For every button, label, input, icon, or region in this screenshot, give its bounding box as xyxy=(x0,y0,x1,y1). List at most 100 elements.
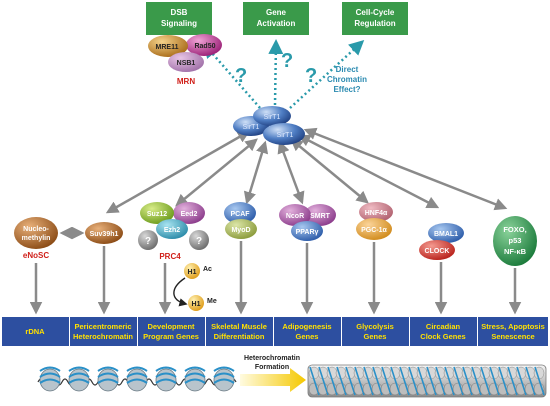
ezh2-label: Ezh2 xyxy=(164,227,180,234)
prc4-complex: Suz12 Eed2 Ezh2 ? ? PRC4 xyxy=(138,202,209,261)
fiber-segment xyxy=(335,366,347,396)
fiber-segment xyxy=(371,366,383,396)
category-label: Skeletal Muscle xyxy=(211,322,267,331)
ncor-smrt-ppar-complex: NcoR SMRT PPARγ xyxy=(279,204,336,241)
category-label: Development xyxy=(147,322,195,331)
bmal1-clock-complex: BMAL1 CLOCK xyxy=(419,223,464,260)
category-label: Genes xyxy=(296,332,319,341)
category-box-circadian xyxy=(410,317,477,346)
category-label: Clock Genes xyxy=(420,332,465,341)
nucleosome xyxy=(213,366,235,392)
prc4-label: PRC4 xyxy=(159,252,181,261)
category-box-pericentromeric xyxy=(70,317,137,346)
fiber-segment xyxy=(497,366,509,396)
rad50-protein xyxy=(186,34,222,56)
category-label: Adipogenesis xyxy=(282,322,331,331)
heterochromatin-label: Heterochromatin xyxy=(244,355,300,362)
clock-label: CLOCK xyxy=(425,248,450,255)
fiber-segment xyxy=(452,366,464,396)
smrt-label: SMRT xyxy=(310,213,331,220)
fiber-segment xyxy=(461,366,473,396)
category-label: Heterochromatin xyxy=(73,332,133,341)
fiber-segment xyxy=(515,366,527,396)
fiber-segment xyxy=(398,366,410,396)
arrow-to-dsb xyxy=(203,42,261,109)
suv39h1-complex: Suv39h1 xyxy=(85,222,123,244)
arrow-sirt1-bmal1 xyxy=(297,134,440,209)
me-label: Me xyxy=(207,298,217,305)
nfkb-label: NF-κB xyxy=(504,247,527,256)
category-label: Glycolysis xyxy=(356,322,394,331)
fiber-segment xyxy=(326,366,338,396)
direct-effect-line: Direct xyxy=(336,65,359,74)
pcaf-myod-complex: PCAF MyoD xyxy=(224,202,257,239)
outcome-box-dsb-signaling: DSB Signaling xyxy=(146,2,212,35)
sirt1-label: SirT1 xyxy=(243,124,260,131)
arrow-sirt1-suv39h1 xyxy=(105,130,251,214)
conversion-arrow xyxy=(173,277,188,307)
unknown-protein-label: ? xyxy=(196,236,202,247)
fiber-segment xyxy=(389,366,401,396)
direct-chromatin-effect-label: Direct Chromatin Effect? xyxy=(327,65,367,94)
nucleomethylin-protein xyxy=(14,217,58,249)
category-label: Stress, Apoptosis xyxy=(481,322,545,331)
ncor-label: NcoR xyxy=(286,213,304,220)
mrn-label: MRN xyxy=(177,77,195,86)
outcome-box-cell-cycle-regulation: Cell-Cycle Regulation xyxy=(342,2,408,35)
sirt1-complex: SirT1 SirT1 SirT1 xyxy=(233,106,305,145)
pgc-protein xyxy=(356,218,392,240)
heterochromatin-label: Formation xyxy=(255,364,289,371)
eed2-label: Eed2 xyxy=(181,211,198,218)
suz12-protein xyxy=(140,202,174,224)
arrow-sirt1-prc4 xyxy=(175,138,258,207)
category-box-rdna xyxy=(2,317,69,346)
outcome-label-line: Gene xyxy=(266,8,287,17)
fiber-segment xyxy=(488,366,500,396)
arrow-to-cell-cycle xyxy=(289,39,365,109)
unknown-protein xyxy=(189,230,209,250)
fiber-segment xyxy=(380,366,392,396)
enosc-label: eNoSC xyxy=(23,251,49,260)
fiber-segment xyxy=(434,366,446,396)
h1-acetylated xyxy=(184,263,200,279)
nucleomethylin-label: methylin xyxy=(22,235,51,242)
p53-label: p53 xyxy=(509,236,522,245)
h1-label: H1 xyxy=(192,301,201,308)
fiber-segment xyxy=(533,366,545,396)
ppar-label: PPARγ xyxy=(296,229,319,236)
nucleosome xyxy=(97,366,119,392)
rad50-label: Rad50 xyxy=(194,43,215,50)
bmal1-label: BMAL1 xyxy=(434,231,458,238)
arrow-to-gene-activation xyxy=(268,39,284,106)
question-mark: ? xyxy=(281,50,293,72)
bmal1-protein xyxy=(428,223,464,243)
sirt1-protein xyxy=(253,106,291,126)
pcaf-protein xyxy=(224,202,256,224)
outcome-label-line: Activation xyxy=(257,19,296,28)
outcome-label-line: Regulation xyxy=(354,19,395,28)
category-label: Program Genes xyxy=(143,332,199,341)
category-label: Circadian xyxy=(426,322,461,331)
category-row: rDNA Pericentromeric Heterochromatin Dev… xyxy=(2,317,548,346)
nucleosome xyxy=(68,366,90,392)
sirt1-label: SirT1 xyxy=(264,114,281,121)
nsb1-protein xyxy=(168,52,204,72)
suv39h1-protein xyxy=(85,222,123,244)
unknown-protein xyxy=(138,230,158,250)
hnf4-label: HNF4α xyxy=(365,210,388,217)
nsb1-label: NSB1 xyxy=(177,60,196,67)
arrow-sirt1-foxo xyxy=(303,127,508,211)
outcome-label-line: DSB xyxy=(171,8,188,17)
category-label: Differentiation xyxy=(214,332,265,341)
fiber-segment xyxy=(362,366,374,396)
h1-label: H1 xyxy=(188,269,197,276)
outcome-box-gene-activation: Gene Activation xyxy=(243,2,309,35)
question-mark: ? xyxy=(305,65,317,87)
outcome-label-line: Signaling xyxy=(161,19,197,28)
eed2-protein xyxy=(173,202,205,224)
sirt1-label: SirT1 xyxy=(277,132,294,139)
myod-protein xyxy=(225,219,257,239)
fiber-segment xyxy=(344,366,356,396)
clock-protein xyxy=(419,240,455,260)
